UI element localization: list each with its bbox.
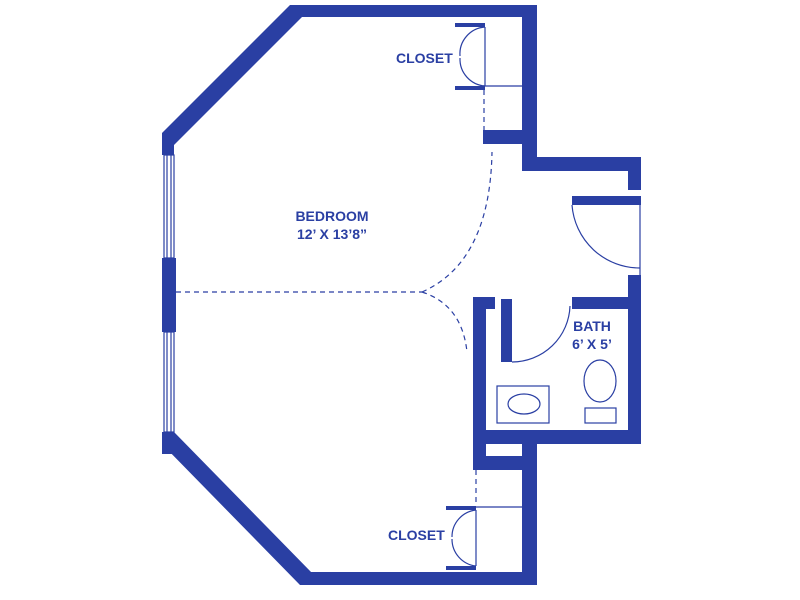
wall-bath-top-left [473, 297, 495, 309]
wall-hall-right-stub [628, 157, 641, 190]
labels: CLOSET BEDROOM 12’ X 13’8” BATH 6’ X 5’ … [295, 50, 611, 543]
closet-top-label: CLOSET [396, 50, 453, 66]
wall-left-middle [162, 258, 176, 332]
wall-closet-divider-top [483, 130, 523, 144]
closet-bottom-door-leaf-upper [446, 506, 476, 510]
closet-top-doors [455, 23, 522, 130]
closet-bottom-label: CLOSET [388, 527, 445, 543]
dashed-lines [176, 151, 493, 353]
closet-top-door-leaf-lower [455, 86, 485, 90]
wall-right-lower [522, 444, 537, 585]
bedroom-label: BEDROOM [295, 208, 368, 224]
wall-left-upper [162, 133, 174, 155]
wall-bottom [300, 572, 537, 585]
closet-bottom-door-swing [451, 509, 477, 567]
wall-bath-door-jamb [501, 299, 512, 362]
wall-bottom-left-diagonal [162, 432, 312, 585]
closet-bottom-doors [446, 470, 522, 570]
entry-door [571, 196, 641, 275]
bedroom-dashed-arc-up [421, 151, 493, 293]
window-upper [163, 154, 175, 259]
walls [162, 5, 641, 585]
bath-label: BATH [573, 318, 611, 334]
entry-door-leaf [572, 196, 641, 205]
bath-size-label: 6’ X 5’ [572, 336, 612, 352]
bedroom-size-label: 12’ X 13’8” [297, 226, 367, 242]
closet-bottom-door-leaf-lower [446, 566, 476, 570]
closet-top-door-swing [459, 26, 486, 87]
toilet-tank-icon [584, 407, 617, 424]
wall-top-left-diagonal [162, 5, 302, 145]
closet-top-door-leaf-upper [455, 23, 485, 27]
windows [163, 154, 175, 433]
bath-fixtures [496, 359, 617, 424]
window-lower [163, 331, 175, 433]
sink-basin-icon [507, 393, 541, 415]
wall-bath-bottom [473, 430, 641, 444]
wall-bath-top-right [572, 297, 641, 309]
bath-door-swing [511, 305, 571, 363]
wall-top [290, 5, 537, 17]
wall-closet-divider-bottom [473, 456, 537, 470]
toilet-bowl-icon [583, 359, 617, 403]
wall-hall-top [522, 157, 641, 171]
wall-bath-left [473, 297, 486, 470]
wall-right-upper [522, 5, 537, 171]
entry-door-swing [571, 204, 641, 269]
wall-bath-right [628, 275, 641, 444]
bedroom-dashed-arc-down [421, 291, 468, 353]
